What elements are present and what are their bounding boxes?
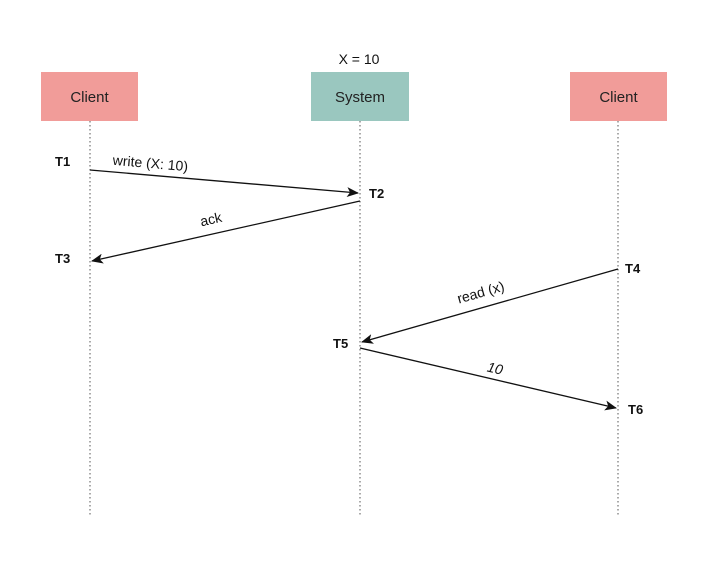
time-label-t5: T5 [333, 336, 348, 351]
participant-label: System [335, 89, 385, 106]
participant-label: Client [599, 89, 638, 106]
message-label-response: 10 [486, 359, 505, 378]
participant-client-left: Client [41, 72, 138, 121]
message-label-write: write (X: 10) [111, 152, 189, 174]
message-arrow-response [359, 347, 617, 411]
participant-client-right: Client [570, 72, 667, 121]
time-label-t3: T3 [55, 251, 70, 266]
participant-label: Client [70, 89, 109, 106]
time-label-t4: T4 [625, 261, 641, 276]
participant-box [41, 72, 138, 121]
participant-box [570, 72, 667, 121]
time-label-t6: T6 [628, 402, 643, 417]
message-label-read: read (x) [455, 278, 506, 307]
time-label-t2: T2 [369, 186, 384, 201]
participant-system: System [311, 72, 409, 121]
time-label-t1: T1 [55, 154, 70, 169]
message-arrow-ack [91, 200, 361, 264]
message-label-ack: ack [199, 209, 225, 230]
participant-box [311, 72, 409, 121]
message-arrow-write [89, 169, 359, 198]
message-arrow-read [361, 268, 619, 344]
state-annotation: X = 10 [339, 51, 380, 67]
